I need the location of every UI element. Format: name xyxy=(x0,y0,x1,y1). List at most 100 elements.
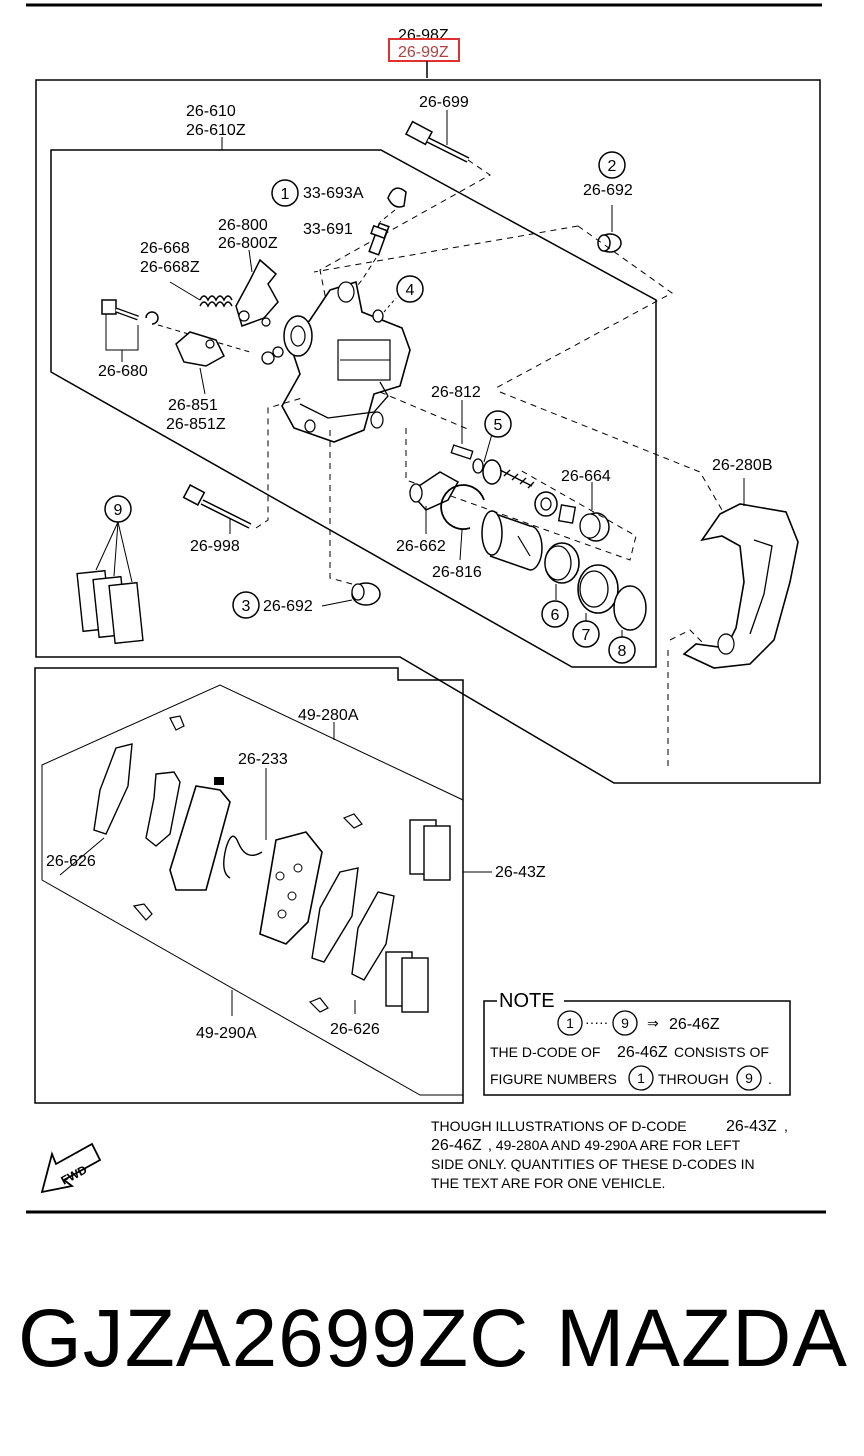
remark-line1b: 26-43Z xyxy=(726,1118,777,1135)
svg-text:4: 4 xyxy=(406,282,415,299)
highlight-box xyxy=(388,38,460,62)
callout-3: 3 xyxy=(232,591,260,619)
guide-boot-26-692-top xyxy=(597,205,622,253)
bleeder-screw-33-691 xyxy=(368,222,390,256)
label-26-851Z: 26-851Z xyxy=(166,416,226,433)
piston xyxy=(481,510,543,571)
label-26-998: 26-998 xyxy=(190,538,240,555)
label-26-233: 26-233 xyxy=(238,751,288,768)
label-26-692-top: 26-692 xyxy=(583,182,633,199)
pad-set-kit-upper xyxy=(409,819,451,881)
pin-26-812 xyxy=(450,400,474,460)
label-26-800Z: 26-800Z xyxy=(218,235,278,252)
caliper-body-frame xyxy=(50,149,657,668)
remark-text: THOUGH ILLUSTRATIONS OF D-CODE 26-43Z , … xyxy=(431,1118,788,1191)
bolt-26-998 xyxy=(182,484,252,534)
note-box: NOTE 1 ····· 9 ⇒ 26-46Z THE D-CODE OF 26… xyxy=(483,990,791,1096)
small-part-4 xyxy=(372,309,384,323)
callout-4: 4 xyxy=(396,275,424,303)
label-26-664: 26-664 xyxy=(561,468,611,485)
seal-7 xyxy=(577,564,619,622)
label-26-800: 26-800 xyxy=(218,217,268,234)
note-line1c: CONSISTS OF xyxy=(674,1044,769,1060)
forward-arrow-icon: FWD xyxy=(40,1142,102,1194)
guide-bolt-26-699 xyxy=(404,120,470,163)
label-26-668: 26-668 xyxy=(140,240,190,257)
remark-line3: SIDE ONLY. QUANTITIES OF THESE D-CODES I… xyxy=(431,1156,755,1172)
note-line2a: FIGURE NUMBERS xyxy=(490,1071,617,1087)
svg-text:2: 2 xyxy=(608,158,617,175)
svg-text:5: 5 xyxy=(494,417,503,434)
label-49-290A: 49-290A xyxy=(196,1025,257,1042)
shim-26-626-right xyxy=(311,867,395,981)
note-line2d: 9 xyxy=(745,1070,753,1086)
top-code-26-98Z: 26-98Z xyxy=(398,27,449,44)
circlip-26-816 xyxy=(440,484,485,530)
brake-pad-outer xyxy=(169,777,231,891)
note-line2e: . xyxy=(768,1071,772,1087)
wear-indicators xyxy=(132,715,363,1013)
label-26-699: 26-699 xyxy=(419,94,469,111)
remark-line1a: THOUGH ILLUSTRATIONS OF D-CODE xyxy=(431,1118,687,1134)
note-result-code: 26-46Z xyxy=(669,1016,720,1033)
part-26-662 xyxy=(408,471,460,534)
label-26-680: 26-680 xyxy=(98,363,148,380)
caliper-body-26-610 xyxy=(281,280,411,443)
label-49-280A: 49-280A xyxy=(298,707,359,724)
brand-name: MAZDA xyxy=(556,1293,848,1384)
pad-set-frame xyxy=(41,684,464,1096)
label-26-851: 26-851 xyxy=(168,397,218,414)
note-line2b: 1 xyxy=(637,1070,645,1086)
label-26-812: 26-812 xyxy=(431,384,481,401)
label-26-610Z: 26-610Z xyxy=(186,122,246,139)
note-dots: ····· xyxy=(585,1014,608,1030)
callout-9: 9 xyxy=(104,495,132,523)
carrier-bracket-26-280B xyxy=(682,478,799,669)
label-26-43Z: 26-43Z xyxy=(495,864,546,881)
label-33-693A: 33-693A xyxy=(303,185,364,202)
callout-2: 2 xyxy=(598,151,626,179)
note-range-end: 9 xyxy=(621,1015,629,1031)
callout-7: 7 xyxy=(572,620,600,648)
svg-text:7: 7 xyxy=(582,627,591,644)
callout-5: 5 xyxy=(484,410,512,438)
seal-8 xyxy=(613,585,647,638)
svg-text:3: 3 xyxy=(242,598,251,615)
brake-pad-inner xyxy=(259,831,323,945)
svg-text:8: 8 xyxy=(618,643,627,660)
spring-26-668 xyxy=(169,281,233,308)
bolt-26-680 xyxy=(101,299,159,362)
note-line2c: THROUGH xyxy=(658,1071,729,1087)
lever-26-800 xyxy=(235,249,279,327)
note-title: NOTE xyxy=(499,990,555,1012)
label-33-691: 33-691 xyxy=(303,221,353,238)
svg-text:6: 6 xyxy=(551,607,560,624)
spring-clip-26-233 xyxy=(223,835,263,879)
caption: GJZA2699ZC MAZDA xyxy=(0,1292,864,1412)
bleeder-cap-33-693A xyxy=(387,187,407,208)
note-line1b: 26-46Z xyxy=(617,1044,668,1061)
part-number: GJZA2699ZC xyxy=(18,1293,530,1384)
label-26-626-bottom: 26-626 xyxy=(330,1021,380,1038)
shim-26-626-left xyxy=(93,743,181,847)
washer-26-664-parts xyxy=(534,482,610,542)
pad-set-kit-lower xyxy=(385,951,429,1013)
label-26-692-bottom: 26-692 xyxy=(263,598,313,615)
label-26-662: 26-662 xyxy=(396,538,446,555)
seal-6 xyxy=(544,542,580,600)
top-code-26-99Z: 26-99Z xyxy=(398,44,449,61)
caliper-assembly-frame xyxy=(35,79,821,784)
note-line1a: THE D-CODE OF xyxy=(490,1044,600,1060)
callout-6: 6 xyxy=(541,600,569,628)
remark-line2a: 26-46Z xyxy=(431,1137,482,1154)
label-26-626-left: 26-626 xyxy=(46,853,96,870)
label-26-610: 26-610 xyxy=(186,103,236,120)
guide-boot-26-692-bottom xyxy=(321,582,381,607)
note-arrow: ⇒ xyxy=(647,1015,659,1031)
adjuster-screw xyxy=(482,459,535,489)
nut-small xyxy=(261,346,284,365)
o-ring-5 xyxy=(472,458,484,474)
pad-set-9 xyxy=(76,521,144,645)
callout-1: 1 xyxy=(271,179,299,207)
